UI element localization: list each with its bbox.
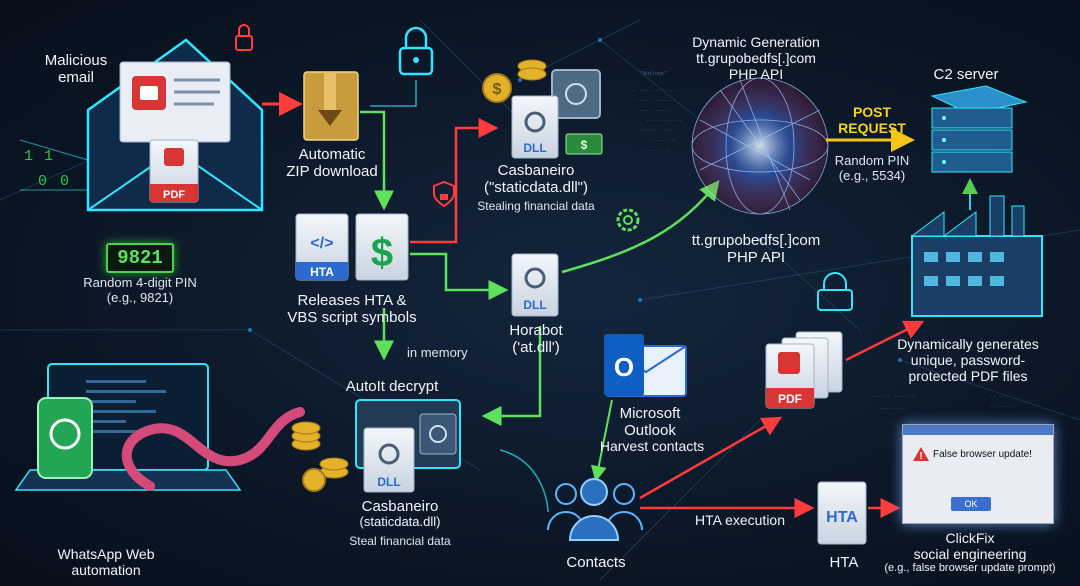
- warning-icon: !: [913, 447, 929, 461]
- svg-text:······· ····: ······· ····: [636, 128, 672, 134]
- whatsapp-icon: [38, 398, 92, 478]
- svg-text:1: 1: [24, 148, 33, 165]
- popup-message: False browser update!: [933, 449, 1032, 460]
- svg-text:"Outlook": "Outlook": [640, 71, 667, 77]
- shield-icon: [434, 182, 454, 206]
- zip-file-icon: [304, 72, 358, 140]
- label-contacts: Contacts: [566, 554, 625, 571]
- false-update-popup: ! False browser update! OK: [902, 424, 1054, 524]
- svg-text:······· ·: ······· ·: [642, 148, 669, 154]
- label-casbaneiro-bottom: Casbaneiro(staticdata.dll): [360, 498, 441, 530]
- label-hta: HTA: [830, 554, 859, 571]
- svg-text:········: ········: [990, 404, 1014, 410]
- svg-text:0: 0: [38, 173, 47, 190]
- red-lock-icon: [236, 25, 252, 50]
- hta-file-text: HTA: [826, 509, 858, 526]
- svg-text:1: 1: [44, 148, 53, 165]
- label-in-memory: in memory: [407, 345, 468, 360]
- label-stealing: Stealing financial data: [477, 200, 594, 214]
- network-lock-icon: [818, 273, 852, 310]
- svg-text:0: 0: [60, 173, 69, 190]
- gear-icon: [618, 210, 638, 230]
- arrow-releases-to-horabot: [410, 254, 506, 290]
- label-random-pin: Random 4-digit PIN(e.g., 9821): [83, 276, 196, 306]
- label-random-pin2: Random PIN(e.g., 5534): [835, 154, 909, 184]
- cyan-lock-icon: [400, 28, 432, 74]
- popup-titlebar: [903, 425, 1053, 435]
- globe-network-icon: [692, 78, 828, 214]
- svg-text:··· ······· ·····: ··· ······· ·····: [628, 88, 679, 94]
- label-steal: Steal financial data: [349, 535, 450, 549]
- svg-text:··· ········: ··· ········: [646, 118, 682, 124]
- pdf-files-text: PDF: [778, 392, 802, 406]
- outlook-icon: O: [604, 334, 686, 396]
- svg-text:·········: ·········: [650, 138, 677, 144]
- svg-text:······ ········: ······ ········: [872, 394, 917, 400]
- cash-icon: $: [566, 134, 602, 154]
- server-icon: [932, 86, 1026, 172]
- svg-text:</>: </>: [310, 235, 333, 252]
- dll-bottom-text: DLL: [377, 475, 400, 489]
- label-casbaneiro-top: Casbaneiro("staticdata.dll"): [484, 162, 588, 197]
- svg-text:$: $: [371, 231, 393, 275]
- svg-text:······ ·······: ······ ·······: [634, 98, 676, 104]
- coins-bottom-icon: [292, 422, 348, 491]
- label-harvest: Harvest contacts: [600, 438, 704, 454]
- label-hta-exec: HTA execution: [695, 512, 785, 528]
- svg-text:·········: ·········: [880, 406, 907, 412]
- svg-text:!: !: [919, 451, 922, 461]
- pdf-attachment-text: PDF: [163, 189, 185, 201]
- svg-text:$: $: [493, 81, 502, 98]
- svg-text:·· ···: ·· ···: [990, 394, 1008, 400]
- pin-display: 9821: [106, 243, 174, 273]
- vbs-script-icon: $: [356, 214, 408, 280]
- horabot-dll-text: DLL: [523, 298, 546, 312]
- svg-text:···· ·····: ···· ·····: [640, 108, 670, 114]
- label-autoit: AutoIt decrypt: [346, 378, 439, 395]
- svg-text:$: $: [581, 138, 588, 152]
- popup-ok-button[interactable]: OK: [951, 497, 991, 511]
- label-releases: Releases HTA &VBS script symbols: [287, 292, 416, 327]
- contacts-icon: [548, 479, 642, 540]
- svg-text:O: O: [614, 352, 634, 382]
- label-c2: C2 server: [933, 66, 998, 83]
- factory-icon: [912, 196, 1042, 316]
- label-horabot: Horabot('at.dll'): [509, 322, 562, 357]
- safe-icon: [552, 70, 600, 118]
- dll-file-text: DLL: [523, 141, 546, 155]
- hta-doc-text: HTA: [310, 265, 334, 279]
